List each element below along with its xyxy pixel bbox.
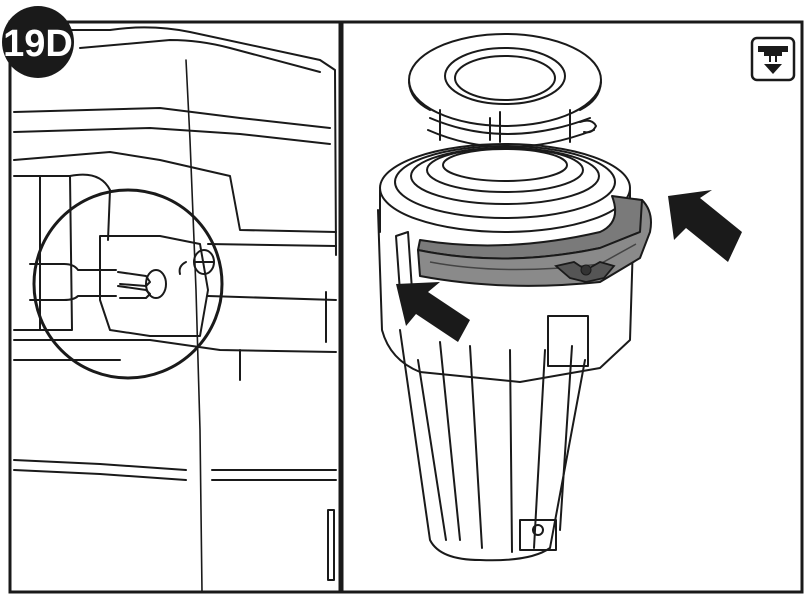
- wing-nut-icon: [554, 261, 616, 283]
- push-arrow-left: [396, 282, 470, 342]
- panel-frames: [8, 20, 804, 594]
- magnify-circle-icon: [32, 188, 224, 380]
- left-panel: [13, 26, 337, 593]
- right-panel: [377, 33, 635, 562]
- sink-mount-icon: [750, 36, 796, 82]
- step-label: 19D: [3, 23, 73, 65]
- step-badge-icon: 19D: [2, 6, 74, 78]
- cover-band: [417, 195, 652, 287]
- push-arrow-right: [668, 190, 742, 262]
